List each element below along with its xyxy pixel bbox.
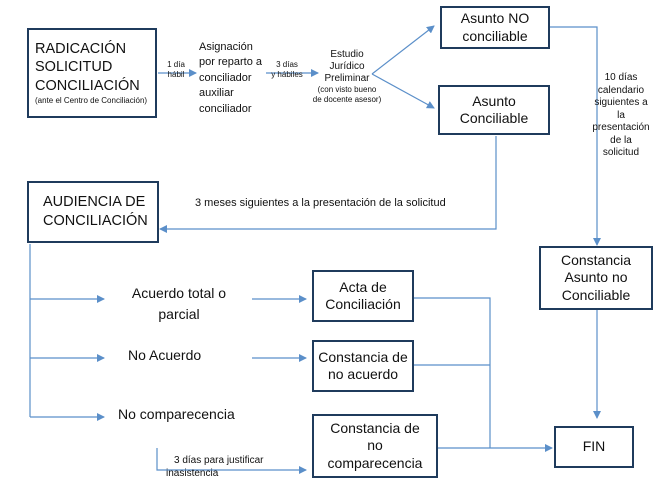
arrow-estudio-no-conciliable [371, 25, 435, 75]
constancia-no-conciliable-line2: Asunto no [564, 269, 628, 286]
label-asignacion: Asignación por reparto a conciliador aux… [199, 41, 262, 115]
conciliable-box: Asunto Conciliable [438, 85, 550, 135]
label-tres-dias: 3 días y hábiles [271, 60, 303, 79]
fin-box: FIN [554, 426, 634, 468]
constancia-no-conciliable-line1: Constancia [560, 251, 632, 268]
acta-line1: Acta de [339, 278, 387, 295]
label-no-acuerdo: No Acuerdo [128, 347, 202, 363]
radicacion-line3: CONCILIACIÓN [35, 78, 140, 95]
label-tres-meses: 3 meses siguientes a la presentación de … [195, 197, 446, 209]
radicacion-note: (ante el Centro de Conciliación) [35, 96, 148, 106]
no-conciliable-box: Asunto NO conciliable [440, 6, 550, 49]
no-conciliable-line1: Asunto NO [460, 10, 530, 26]
label-estudio: Estudio Jurídico Preliminar (con visto b… [312, 49, 382, 104]
acta-box: Acta de Conciliación [312, 270, 414, 322]
audiencia-line2: CONCILIACIÓN [43, 213, 148, 229]
arrow-conciliable-audiencia [159, 136, 497, 233]
line-acta-fin [414, 297, 491, 448]
radicacion-box: RADICACIÓN SOLICITUD CONCILIACIÓN (ante … [27, 28, 157, 118]
constancia-no-acuerdo-line2: no acuerdo [327, 366, 399, 382]
constancia-no-comparecencia-line1: Constancia de [330, 419, 420, 436]
label-no-comparecencia: No comparecencia [118, 406, 235, 422]
label-un-dia: 1 día hábil [167, 60, 185, 79]
constancia-no-comparecencia-line2: no [367, 437, 383, 454]
conciliable-line2: Conciliable [459, 110, 529, 126]
constancia-no-acuerdo-line1: Constancia de [318, 348, 408, 365]
label-acuerdo: Acuerdo total o parcial [131, 285, 227, 322]
radicacion-line2: SOLICITUD [35, 59, 113, 76]
arrow-estudio-conciliable [371, 73, 435, 109]
audiencia-box: AUDIENCIA DE CONCILIACIÓN [27, 181, 159, 243]
constancia-no-comparecencia-box: Constancia de no comparecencia [312, 414, 438, 478]
conciliable-line1: Asunto [472, 92, 516, 109]
label-diez-dias: 10 días calendario siguientes a la prese… [592, 72, 650, 158]
constancia-no-comparecencia-line3: comparecencia [327, 454, 423, 471]
radicacion-line1: RADICACIÓN [35, 40, 127, 57]
arrow-no-conciliable-constancia [550, 26, 601, 246]
fin-label: FIN [582, 438, 606, 455]
label-justificar: 3 días para justificar inasistencia [166, 455, 264, 479]
arrow-comparecencia-constancia [156, 448, 307, 474]
constancia-no-conciliable-line3: Conciliable [561, 286, 631, 303]
constancia-no-acuerdo-box: Constancia de no acuerdo [312, 340, 414, 392]
constancia-no-conciliable-box: Constancia Asunto no Conciliable [539, 246, 653, 310]
no-conciliable-line2: conciliable [462, 27, 528, 44]
acta-line2: Conciliación [325, 296, 401, 312]
audiencia-line1: AUDIENCIA DE [43, 194, 146, 211]
